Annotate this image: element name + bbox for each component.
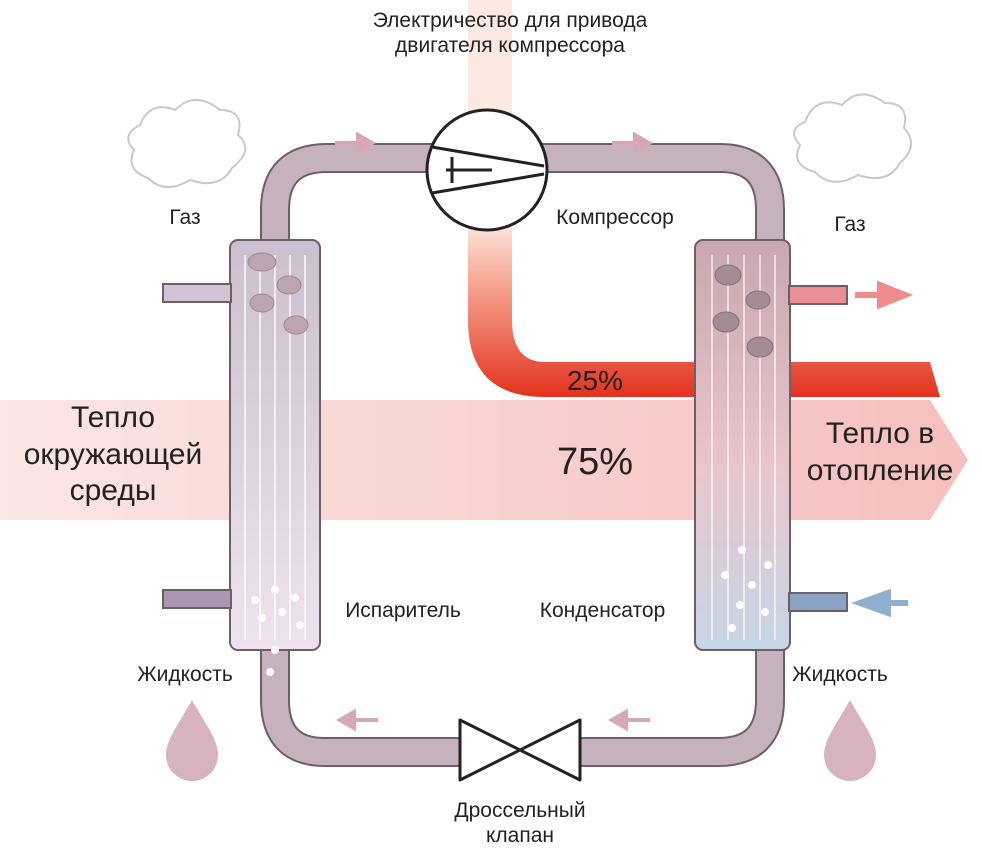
- compressor-symbol: [425, 108, 549, 232]
- percent-ambient-label: 75%: [556, 441, 634, 483]
- electricity-input-stream: [468, 0, 512, 130]
- droplet-icon: [824, 700, 876, 781]
- condenser-label: Конденсатор: [539, 599, 666, 622]
- cloud-icon: [793, 93, 912, 183]
- refrigerant-loop: [260, 143, 785, 767]
- droplet-icon: [166, 700, 218, 781]
- heating-heat-label: Тепло в отопление: [806, 417, 954, 487]
- evaporator-label: Испаритель: [345, 599, 461, 622]
- liquid-left-label: Жидкость: [137, 663, 233, 686]
- ambient-heat-label: Тепло окружающей среды: [23, 401, 203, 508]
- gas-right-label: Газ: [834, 213, 866, 236]
- cloud-icon: [127, 99, 247, 188]
- throttle-valve-label: Дроссельный клапан: [454, 799, 586, 848]
- throttle-valve-symbol: [458, 718, 582, 782]
- liquid-right-label: Жидкость: [792, 663, 888, 686]
- cold-water-in-arrow: [851, 588, 908, 618]
- flow-arrows: [335, 131, 654, 732]
- compressor-label: Компрессор: [556, 206, 674, 229]
- hot-water-out-arrow: [855, 280, 914, 310]
- electricity-label: Электричество для привода двигателя комп…: [372, 9, 648, 58]
- gas-left-label: Газ: [169, 206, 201, 229]
- condenser-unit: [694, 239, 848, 684]
- percent-electric-label: 25%: [566, 365, 624, 396]
- evaporator-unit: [162, 239, 321, 676]
